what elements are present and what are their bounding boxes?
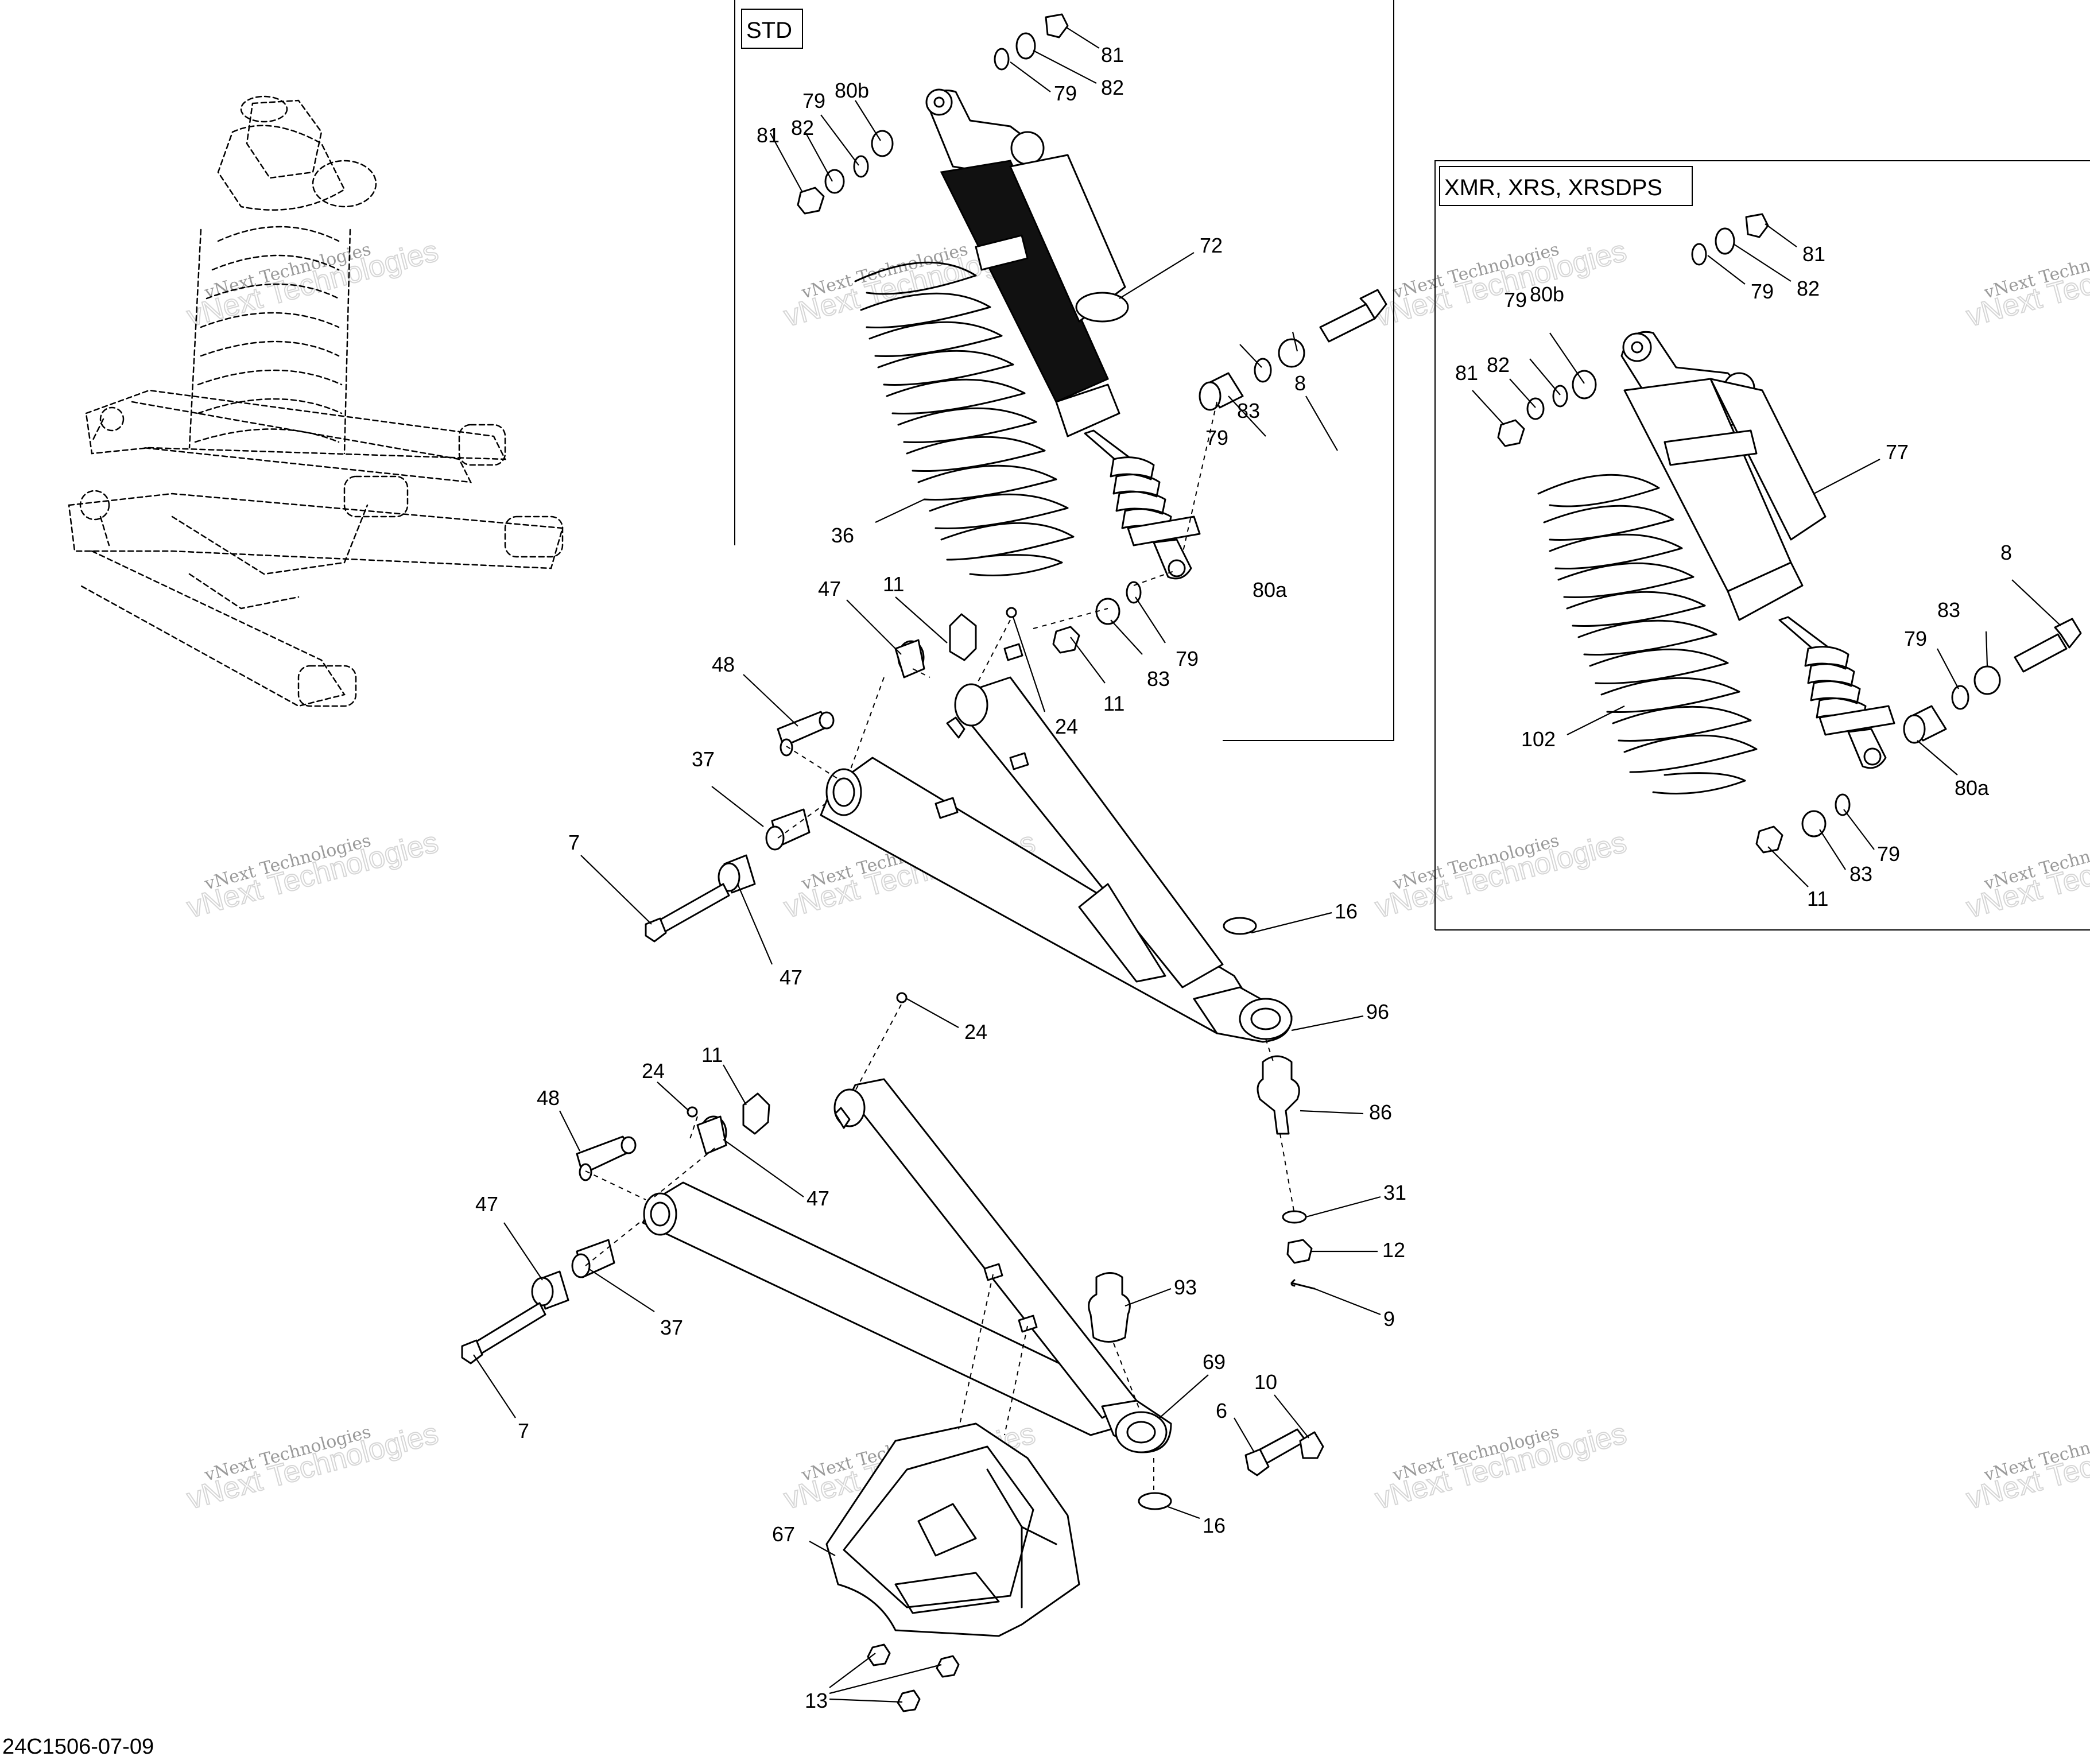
callout-79: 79: [1054, 82, 1077, 105]
callout-13: 13: [805, 1689, 828, 1712]
callout-24: 24: [642, 1059, 665, 1083]
lower-a-arm: [642, 1078, 1172, 1453]
callout-79: 79: [1877, 842, 1900, 866]
callout-96: 96: [1366, 1000, 1389, 1023]
upper-a-arm: [820, 643, 1293, 1043]
callout-31: 31: [1383, 1181, 1406, 1204]
ball-joint-assembly: [1088, 1055, 1316, 1343]
callout-48: 48: [712, 653, 735, 676]
callout-8: 8: [2000, 541, 2012, 564]
skid-plate-67: [825, 1422, 1080, 1712]
callout-labels: 81 82 79 79 80b 81 82 72 8 83 79 36 80a …: [475, 43, 2012, 1712]
callout-81: 81: [1101, 43, 1124, 67]
retaining-ring-16: [1138, 1492, 1172, 1510]
callout-11: 11: [1103, 692, 1125, 715]
callout-82: 82: [1487, 353, 1510, 377]
xmr-shock-absorber: [1620, 331, 1895, 769]
std-coil-spring: [854, 261, 1075, 576]
std-hardware: [797, 13, 1387, 654]
callout-11: 11: [883, 572, 904, 596]
retaining-ring-16: [1223, 917, 1257, 935]
ball-joint-93: [1088, 1272, 1131, 1343]
bolt-7: [472, 1302, 546, 1356]
callout-36: 36: [831, 524, 854, 547]
leader-lines: [473, 27, 2061, 1703]
callout-81: 81: [1455, 361, 1478, 385]
callout-102: 102: [1521, 727, 1556, 751]
callout-11: 11: [1807, 887, 1828, 910]
xmr-coil-spring: [1537, 474, 1758, 794]
callout-48: 48: [537, 1086, 560, 1110]
washer-82: [1015, 32, 1036, 60]
xmr-label-frame: [1439, 166, 1693, 206]
callout-79: 79: [1504, 288, 1527, 312]
callout-77: 77: [1886, 440, 1909, 464]
xmr-hardware: [1497, 213, 2082, 854]
callout-83: 83: [1147, 667, 1170, 691]
callout-79: 79: [1904, 627, 1927, 650]
callout-37: 37: [660, 1316, 683, 1339]
overview-assembly-sketch: [68, 95, 564, 707]
assembly-dotted-lines: [585, 401, 1295, 1492]
diagram-reference-code: 24C1506-07-09: [2, 1735, 154, 1759]
callout-80b: 80b: [835, 79, 869, 102]
callout-47: 47: [475, 1192, 498, 1216]
std-box-label: STD: [746, 18, 792, 43]
callout-11: 11: [701, 1043, 723, 1067]
callout-47: 47: [818, 577, 841, 600]
callout-86: 86: [1369, 1100, 1392, 1124]
std-label-frame: [741, 9, 803, 49]
lower-arm-hardware: [461, 992, 1324, 1510]
washer-83: [1278, 338, 1305, 368]
callout-72: 72: [1200, 234, 1223, 257]
ball-joint-86: [1257, 1055, 1300, 1135]
callout-47: 47: [806, 1187, 829, 1210]
callout-24: 24: [1055, 715, 1078, 738]
washer-31: [1282, 1210, 1307, 1224]
xmr-box-label: XMR, XRS, XRSDPS: [1444, 175, 1662, 200]
callout-6: 6: [1216, 1399, 1227, 1422]
callout-83: 83: [1937, 598, 1960, 622]
callout-16: 16: [1203, 1514, 1226, 1537]
callout-16: 16: [1335, 900, 1358, 923]
callout-81: 81: [757, 123, 780, 147]
callout-80b: 80b: [1530, 282, 1564, 306]
callout-79: 79: [1751, 280, 1774, 303]
callout-79: 79: [1176, 647, 1199, 670]
callout-83: 83: [1237, 399, 1260, 422]
callout-82: 82: [1797, 277, 1820, 300]
ring-79: [994, 48, 1010, 71]
callout-93: 93: [1174, 1275, 1197, 1299]
nut-12: [1286, 1239, 1313, 1264]
callout-82: 82: [1101, 76, 1124, 99]
callout-83: 83: [1849, 862, 1872, 886]
nut-81: [1045, 13, 1069, 38]
std-shock-absorber: [925, 88, 1201, 580]
callout-79: 79: [1205, 426, 1228, 449]
callout-10: 10: [1254, 1370, 1277, 1394]
callout-81: 81: [1802, 242, 1825, 266]
callout-24: 24: [964, 1020, 987, 1044]
callout-67: 67: [772, 1522, 795, 1546]
callout-9: 9: [1383, 1307, 1395, 1331]
callout-79: 79: [802, 89, 825, 113]
bolt-7: [656, 883, 730, 934]
callout-47: 47: [780, 966, 802, 989]
callout-80a: 80a: [1955, 776, 1990, 800]
callout-12: 12: [1382, 1238, 1405, 1262]
callout-69: 69: [1203, 1350, 1226, 1374]
callout-8: 8: [1294, 371, 1306, 395]
callout-82: 82: [791, 116, 814, 139]
callout-80a: 80a: [1253, 578, 1288, 602]
std-box: STD: [734, 0, 1394, 741]
upper-arm-hardware: [645, 607, 1257, 943]
xmr-box: XMR, XRS, XRSDPS: [1434, 160, 2090, 931]
callout-37: 37: [692, 747, 715, 771]
callout-7: 7: [568, 831, 580, 854]
callout-7: 7: [518, 1419, 529, 1443]
